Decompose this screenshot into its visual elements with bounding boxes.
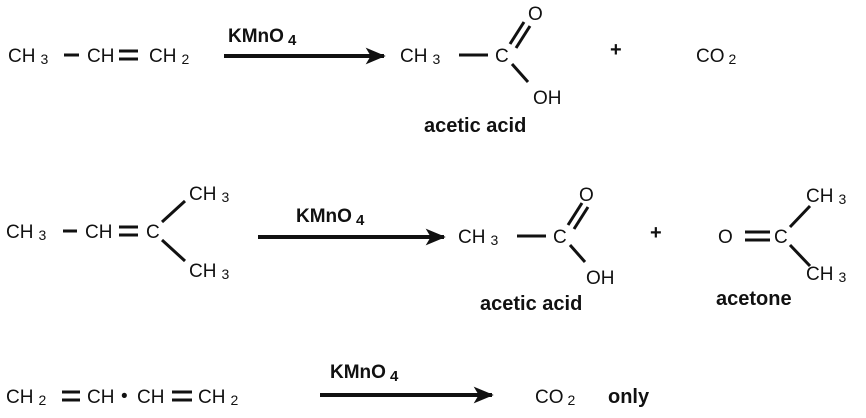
r2-prod-label: acetic acid (480, 293, 582, 315)
r2-co-double-b (572, 206, 590, 230)
r1-prod-c: C (495, 46, 509, 67)
r2-c-oh-bond (568, 244, 587, 263)
r1-c-oh-bond (510, 63, 530, 83)
r1-ch: CH (87, 46, 114, 67)
r2-acetone-c: C (774, 227, 788, 248)
r2-prod-o: O (579, 185, 594, 206)
r2-acetone-o: O (718, 227, 733, 248)
r2-prod-c: C (553, 227, 567, 248)
r3-dot: • (121, 386, 128, 407)
r1-prod-o: O (528, 4, 543, 25)
r1-co-double-a (508, 21, 526, 45)
r2-prod-oh: OH (586, 268, 615, 289)
r2-c-top-bond (160, 199, 187, 224)
r2-acetone-bottom-bond (788, 243, 812, 268)
r2-co-double-a (566, 202, 584, 226)
r2-c-bottom-bond (160, 238, 187, 263)
r1-prod-label: acetic acid (424, 115, 526, 137)
r3-ch-b: CH (137, 387, 164, 408)
r3-ch-a: CH (87, 387, 114, 408)
r1-co-double-b (514, 25, 532, 49)
r2-ch: CH (85, 222, 112, 243)
r2-plus: + (650, 222, 662, 244)
r2-acetone-label: acetone (716, 288, 792, 310)
r3-only: only (608, 386, 650, 408)
r2-acetone-top-bond (788, 204, 812, 229)
r2-c: C (146, 222, 160, 243)
r1-plus: + (610, 39, 622, 61)
r1-prod-oh: OH (533, 88, 562, 109)
